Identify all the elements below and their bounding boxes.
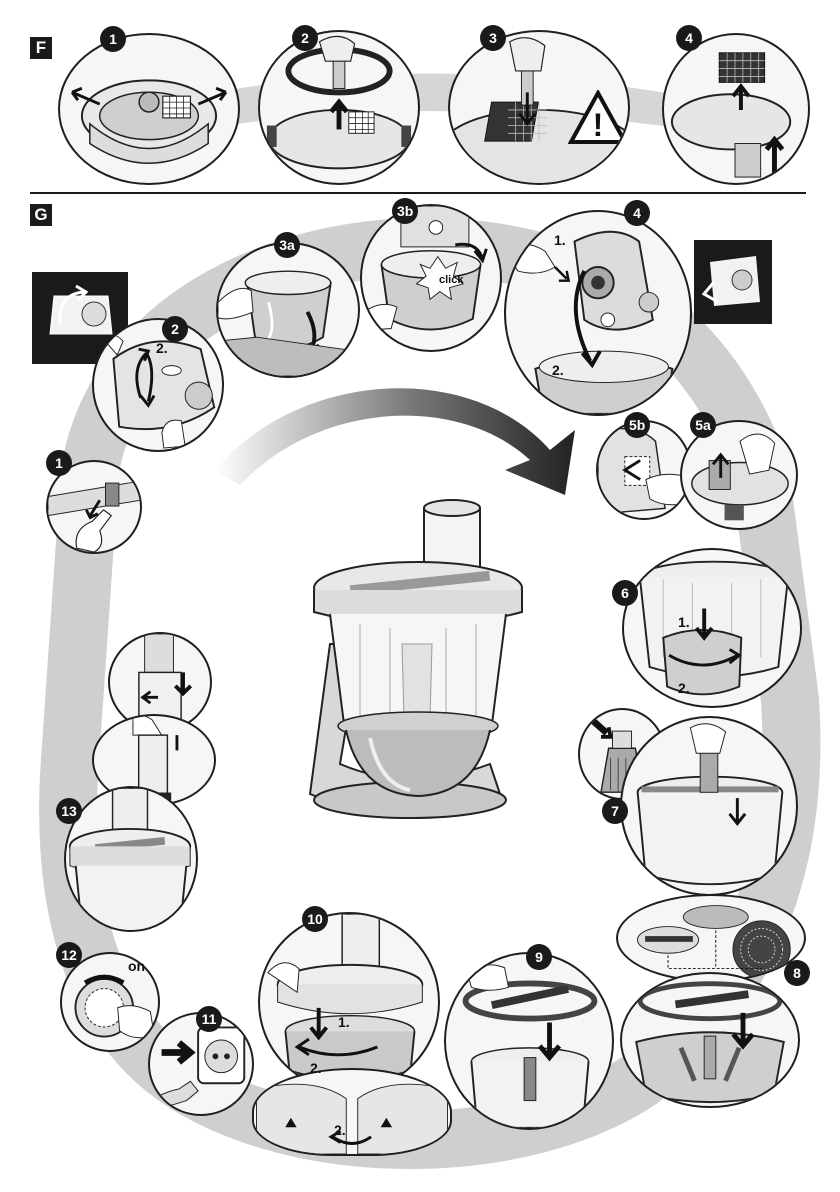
g-step-2-badge: 2 [162,316,188,342]
g-step-2-label: 2. [156,340,168,356]
direction-arrow-icon [162,1043,191,1062]
g-step-8-badge: 8 [784,960,810,986]
g-step-3a-badge: 3a [274,232,300,258]
g-step-5a-badge: 5a [690,412,716,438]
g-step-8-panel [620,972,800,1108]
g-step-10-panel [258,912,440,1092]
f-step-2-badge: 2 [292,25,318,51]
f-step-2-panel [258,30,420,185]
g-step-13-badge: 13 [56,798,82,824]
assembled-food-processor [300,494,536,834]
g-step-3b-click-label: click [439,274,463,286]
f-step-4-panel [662,33,810,185]
g-step-10-bottom-label: 2. [334,1122,346,1138]
g-step-4-label-1: 1. [554,232,566,248]
g-step-9-badge: 9 [526,944,552,970]
f-step-4-badge: 4 [676,25,702,51]
g-step-6-label-2: 2. [678,680,690,696]
g-step-4-label-2: 2. [552,362,564,378]
g-step-10-badge: 10 [302,906,328,932]
g-step-7-badge: 7 [602,798,628,824]
section-g-tag: G [30,204,52,226]
f-step-1-panel [58,33,240,185]
g-step-1-badge: 1 [46,450,72,476]
g-step-13-panel [64,786,198,932]
f-step-1-badge: 1 [100,26,126,52]
g-step-12-on-label: on [128,958,145,974]
g-step-11-badge: 11 [196,1006,222,1032]
warning-triangle-icon: ! [568,90,628,145]
f-step-3-panel: ! [448,30,630,185]
section-divider [30,192,806,194]
section-f-tag: F [30,37,52,59]
g-step-2-panel [92,318,224,452]
warning-symbol: ! [593,107,604,143]
g-step-8-inset [616,894,806,982]
g-step-7-panel [620,716,798,896]
f-step-3-badge: 3 [480,25,506,51]
g-step-10-detail [252,1068,452,1156]
g-detail-inset-right [694,240,772,324]
g-step-10-label-1: 1. [338,1014,350,1030]
g-step-3b-panel [360,204,502,352]
g-step-12-badge: 12 [56,942,82,968]
big-curved-arrow [215,388,575,495]
g-step-4-badge: 4 [624,200,650,226]
g-step-3a-panel [216,242,360,378]
g-step-6-panel [622,548,802,708]
g-step-6-label-1: 1. [678,614,690,630]
g-step-4-panel [504,210,692,416]
g-step-6-badge: 6 [612,580,638,606]
g-step-10-label-2: 2. [310,1060,322,1076]
g-step-9-panel [444,952,614,1130]
